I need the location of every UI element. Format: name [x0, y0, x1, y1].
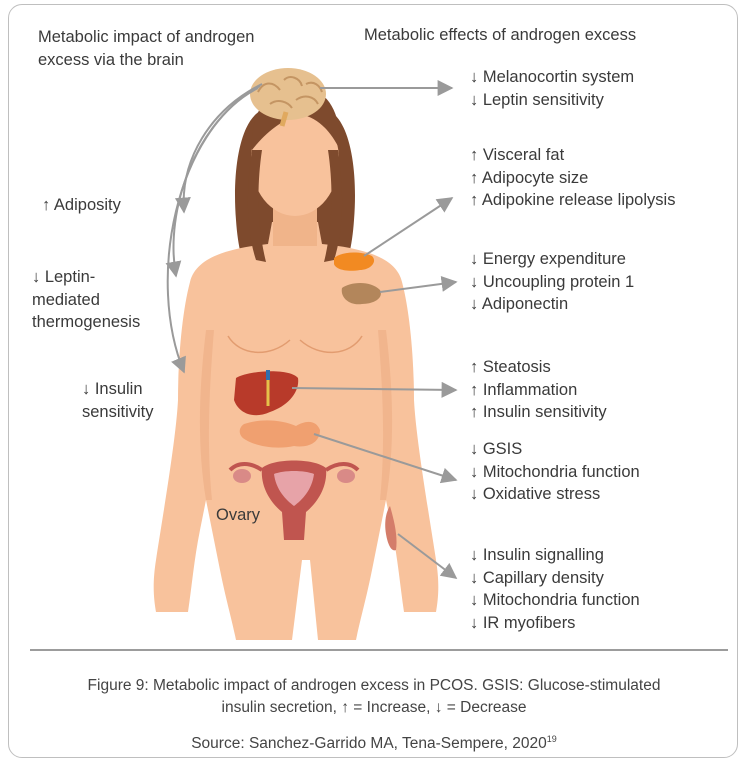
effect-item: ↓ Leptin sensitivity	[470, 89, 634, 112]
left-title-line: Metabolic impact of androgen	[38, 26, 254, 49]
label-line: ↓ Insulin	[82, 378, 154, 401]
figure-caption-line2: insulin secretion, ↑ = Increase, ↓ = Dec…	[0, 697, 748, 719]
effects-brown-adipose-group: ↓ Energy expenditure ↓ Uncoupling protei…	[470, 248, 634, 316]
effect-item: ↓ GSIS	[470, 438, 640, 461]
effects-brain-group: ↓ Melanocortin system ↓ Leptin sensitivi…	[470, 66, 634, 111]
effect-item: ↓ Oxidative stress	[470, 483, 640, 506]
effect-item: ↓ Mitochondria function	[470, 461, 640, 484]
effects-pancreas-group: ↓ GSIS ↓ Mitochondria function ↓ Oxidati…	[470, 438, 640, 506]
effect-item: ↓ Capillary density	[470, 567, 640, 590]
label-line: mediated	[32, 289, 140, 312]
effects-liver-group: ↑ Steatosis ↑ Inflammation ↑ Insulin sen…	[470, 356, 607, 424]
effect-item: ↓ Melanocortin system	[470, 66, 634, 89]
effect-item: ↓ Adiponectin	[470, 293, 634, 316]
source-reference: 19	[547, 734, 557, 744]
effect-item: ↓ IR myofibers	[470, 612, 640, 635]
effect-item: ↑ Steatosis	[470, 356, 607, 379]
figure-source: Source: Sanchez-Garrido MA, Tena-Sempere…	[0, 728, 748, 755]
effect-item: ↓ Energy expenditure	[470, 248, 634, 271]
left-title-line: excess via the brain	[38, 49, 254, 72]
effects-visceral-fat-group: ↑ Visceral fat ↑ Adipocyte size ↑ Adipok…	[470, 144, 675, 212]
effect-item: ↑ Visceral fat	[470, 144, 675, 167]
label-line: thermogenesis	[32, 311, 140, 334]
visceral-fat-organ	[334, 253, 374, 271]
label-adiposity: ↑ Adiposity	[42, 194, 121, 216]
effect-item: ↑ Insulin sensitivity	[470, 401, 607, 424]
right-title: Metabolic effects of androgen excess	[364, 24, 636, 46]
label-line: ↓ Leptin-	[32, 266, 140, 289]
effect-item: ↓ Uncoupling protein 1	[470, 271, 634, 294]
label-insulin-sensitivity: ↓ Insulin sensitivity	[82, 378, 154, 423]
ovary-label: Ovary	[216, 504, 260, 526]
source-text: Source: Sanchez-Garrido MA, Tena-Sempere…	[191, 735, 547, 752]
effect-item: ↓ Mitochondria function	[470, 589, 640, 612]
effect-item: ↓ Insulin signalling	[470, 544, 640, 567]
label-line: sensitivity	[82, 401, 154, 424]
effect-item: ↑ Adipocyte size	[470, 167, 675, 190]
label-leptin-thermogenesis: ↓ Leptin- mediated thermogenesis	[32, 266, 140, 334]
effect-item: ↑ Inflammation	[470, 379, 607, 402]
effects-muscle-group: ↓ Insulin signalling ↓ Capillary density…	[470, 544, 640, 634]
left-title: Metabolic impact of androgen excess via …	[38, 26, 254, 71]
caption-divider	[30, 649, 728, 651]
effect-item: ↑ Adipokine release lipolysis	[470, 189, 675, 212]
figure-caption-line1: Figure 9: Metabolic impact of androgen e…	[0, 675, 748, 697]
